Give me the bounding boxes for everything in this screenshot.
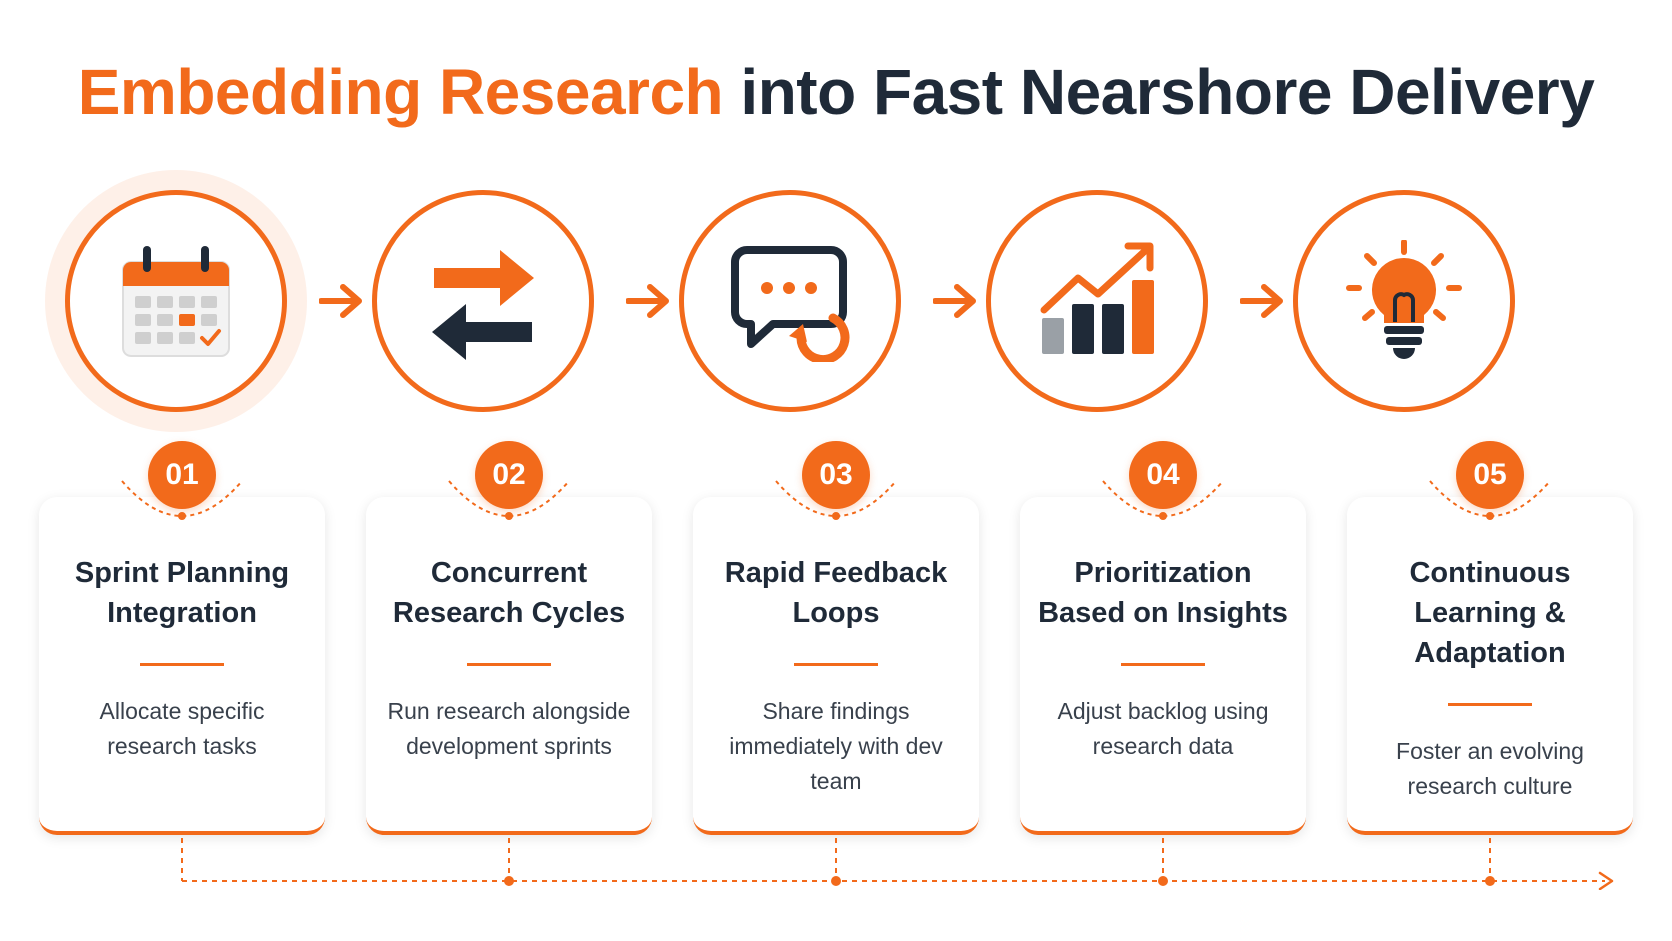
step-5-card: Continuous Learning & Adaptation Foster … (1347, 497, 1633, 835)
title-rest: into Fast Nearshore Delivery (723, 56, 1595, 128)
badge-connector (121, 480, 243, 520)
step-description: Run research alongside development sprin… (387, 698, 631, 759)
swap-arrows-icon (432, 250, 534, 360)
step-description: Allocate specific research tasks (99, 698, 265, 759)
card-divider (1121, 663, 1205, 666)
arrow-right-icon (1240, 284, 1283, 318)
card-divider (794, 663, 878, 666)
step-1-icon-circle (65, 190, 287, 412)
timeline-connector (181, 838, 1614, 890)
card-divider (467, 663, 551, 666)
calendar-icon (122, 246, 230, 357)
step-3-icon-circle (679, 190, 901, 412)
step-number-badge: 02 (475, 441, 543, 509)
card-divider (140, 663, 224, 666)
step-1-card: Sprint Planning Integration Allocate spe… (39, 497, 325, 835)
step-4-icon-circle (986, 190, 1208, 412)
step-2-card: Concurrent Research Cycles Run research … (366, 497, 652, 835)
arrow-right-icon (319, 284, 362, 318)
step-description: Foster an evolving research culture (1396, 738, 1584, 799)
card-divider (1448, 703, 1532, 706)
step-3-card: Rapid Feedback Loops Share findings imme… (693, 497, 979, 835)
step-number-badge: 05 (1456, 441, 1524, 509)
step-title: Concurrent Research Cycles (392, 557, 626, 629)
step-title: Sprint Planning Integration (74, 557, 290, 629)
badge-connector (448, 480, 570, 520)
step-title: Rapid Feedback Loops (724, 557, 948, 629)
arrow-right-icon (626, 284, 669, 318)
step-title: Continuous Learning & Adaptation (1409, 557, 1571, 669)
step-4-card: Prioritization Based on Insights Adjust … (1020, 497, 1306, 835)
badge-connector (1102, 480, 1224, 520)
growth-chart-icon (1040, 242, 1154, 354)
timeline-arrow-icon (1598, 871, 1614, 890)
badge-connector (1429, 480, 1551, 520)
step-description: Adjust backlog using research data (1057, 698, 1269, 759)
arrow-right-icon (933, 284, 976, 318)
step-number-badge: 03 (802, 441, 870, 509)
step-title: Prioritization Based on Insights (1038, 557, 1288, 629)
step-number-badge: 04 (1129, 441, 1197, 509)
chat-feedback-icon (731, 246, 850, 362)
step-number-badge: 01 (148, 441, 216, 509)
page-title: Embedding Research into Fast Nearshore D… (0, 52, 1672, 132)
step-5-icon-circle (1293, 190, 1515, 412)
step-description: Share findings immediately with dev team (729, 698, 943, 794)
title-accent: Embedding Research (77, 56, 724, 128)
step-2-icon-circle (372, 190, 594, 412)
badge-connector (775, 480, 897, 520)
lightbulb-icon (1346, 240, 1462, 359)
